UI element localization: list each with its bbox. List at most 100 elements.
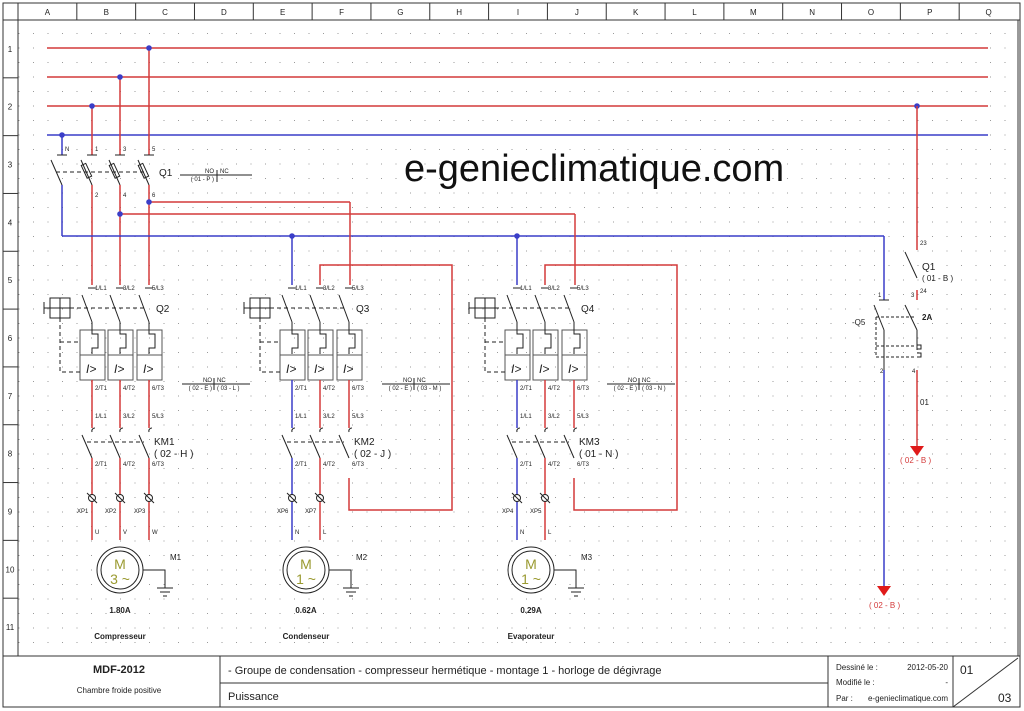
- ref-no: NO: [403, 378, 412, 384]
- motor-function-label: Condenseur: [283, 632, 330, 641]
- row-header: 1: [8, 45, 13, 54]
- contactor-terminal-out: 4/T2: [123, 462, 136, 468]
- phase-arrow-icon: [910, 446, 924, 456]
- ref-no-target: ( 02 - E ): [389, 386, 412, 392]
- q1-terminal-4: 4: [123, 193, 127, 199]
- thermal-magnetic-icon: I>: [314, 362, 324, 376]
- control-wire-label: 01: [920, 398, 929, 407]
- column-header: N: [809, 8, 815, 17]
- terminal-label: XP4: [502, 509, 514, 515]
- contactor-terminal-in: 3/L2: [123, 414, 135, 420]
- svg-text:NC: NC: [220, 169, 229, 175]
- column-header: E: [280, 8, 285, 17]
- column-header: K: [633, 8, 639, 17]
- terminal-label: XP2: [105, 509, 117, 515]
- thermal-magnetic-icon: I>: [86, 362, 96, 376]
- drawn-date: 2012-05-20: [907, 663, 948, 672]
- terminal-label: XP7: [305, 509, 317, 515]
- breaker-terminal-out: 6/T3: [577, 386, 590, 392]
- modified-label: Modifié le :: [836, 678, 875, 687]
- sheet-description: - Groupe de condensation - compresseur h…: [228, 665, 662, 677]
- breaker-terminal-in: 3/L2: [323, 286, 335, 292]
- contactor-terminal-in: 3/L2: [323, 414, 335, 420]
- q1-contact-ref: NO NC ( 01 - P ): [180, 169, 252, 183]
- motor-symbol: M: [114, 556, 126, 572]
- busbars: [47, 47, 988, 136]
- aux-terminal-24: 24: [920, 289, 927, 295]
- motor-function-label: Compresseur: [94, 632, 146, 641]
- by-value: e-genieclimatique.com: [868, 694, 948, 703]
- motor-branch: I>1/L12/T11/L12/T1I>3/L24/T23/L24/T2I>5/…: [43, 286, 250, 641]
- q5-terminal-4: 4: [912, 369, 916, 375]
- motor-current: 0.62A: [295, 606, 317, 615]
- breaker-terminal-out: 4/T2: [323, 386, 336, 392]
- ref-nc-target: ( 03 - L ): [217, 386, 239, 392]
- watermark-text: e-genieclimatique.com: [404, 148, 784, 190]
- terminal-label: XP1: [77, 509, 89, 515]
- q1-terminal-2: 2: [95, 193, 99, 199]
- phase-arrow-ref: ( 02 - B ): [900, 456, 931, 465]
- ref-no-target: ( 02 - E ): [189, 386, 212, 392]
- motor-wire-label: L: [323, 530, 327, 536]
- row-header: 10: [6, 565, 15, 574]
- motor-label: M3: [581, 553, 593, 562]
- column-header: G: [397, 8, 403, 17]
- q5-terminal-2: 2: [880, 369, 884, 375]
- aux-terminal-23: 23: [920, 241, 927, 247]
- motor-symbol: M: [300, 556, 312, 572]
- breaker-terminal-out: 2/T1: [295, 386, 308, 392]
- contactor-terminal-in: 3/L2: [548, 414, 560, 420]
- motor-current: 0.29A: [520, 606, 542, 615]
- row-header: 4: [8, 218, 13, 227]
- motor-current: 1.80A: [109, 606, 131, 615]
- row-header: 7: [8, 392, 13, 401]
- motor-wire-label: N: [520, 530, 524, 536]
- column-header: M: [750, 8, 757, 17]
- contactor-terminal-in: 1/L1: [520, 414, 532, 420]
- neutral-arrow-icon: [877, 586, 891, 596]
- column-header: H: [456, 8, 462, 17]
- column-header: O: [868, 8, 874, 17]
- column-header: D: [221, 8, 227, 17]
- motor-label: M1: [170, 553, 182, 562]
- breaker-label: Q3: [356, 304, 370, 315]
- q1-label: Q1: [159, 168, 173, 179]
- contactor-terminal-out: 2/T1: [295, 462, 308, 468]
- svg-text:( 01 - P ): ( 01 - P ): [191, 177, 214, 183]
- q5-label: -Q5: [852, 318, 866, 327]
- terminal-label: XP6: [277, 509, 289, 515]
- q1-terminal-1: 1: [95, 147, 99, 153]
- terminal-label: XP5: [530, 509, 542, 515]
- ref-nc: NC: [217, 378, 226, 384]
- column-header: F: [339, 8, 344, 17]
- contactor-terminal-out: 4/T2: [548, 462, 561, 468]
- breaker-terminal-out: 2/T1: [95, 386, 108, 392]
- thermal-magnetic-icon: I>: [286, 362, 296, 376]
- contactor-terminal-in: 1/L1: [295, 414, 307, 420]
- ref-no: NO: [628, 378, 637, 384]
- contactor-terminal-out: 2/T1: [95, 462, 108, 468]
- ref-no: NO: [203, 378, 212, 384]
- contactor-terminal-in: 1/L1: [95, 414, 107, 420]
- column-header: P: [927, 8, 932, 17]
- row-header: 2: [8, 103, 13, 112]
- contactor-label: KM2: [354, 437, 375, 448]
- contactor-terminal-out: 6/T3: [352, 462, 365, 468]
- contactor-terminal-out: 6/T3: [152, 462, 165, 468]
- row-header: 6: [8, 334, 13, 343]
- ref-nc-target: ( 03 - M ): [417, 386, 441, 392]
- main-switch-q1: [50, 48, 884, 285]
- ref-nc: NC: [417, 378, 426, 384]
- ref-nc-target: ( 03 - N ): [642, 386, 666, 392]
- contactor-terminal-in: 5/L3: [577, 414, 589, 420]
- motor-wire-label: L: [548, 530, 552, 536]
- aux-contact-label: Q1: [922, 262, 936, 273]
- column-header: J: [575, 8, 579, 17]
- motor-label: M2: [356, 553, 368, 562]
- contactor-terminal-in: 5/L3: [152, 414, 164, 420]
- motor-function-label: Evaporateur: [508, 632, 555, 641]
- row-header: 8: [8, 450, 13, 459]
